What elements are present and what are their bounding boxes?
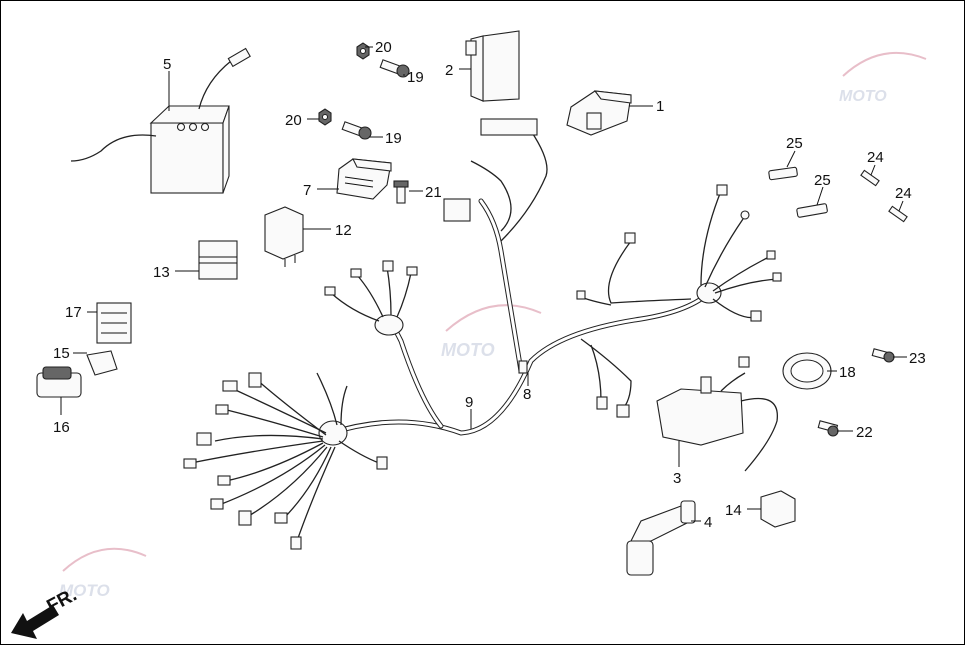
nut-20-mid bbox=[318, 108, 332, 126]
ignition-coil bbox=[656, 356, 778, 472]
watermark-text: MOTO bbox=[59, 581, 110, 600]
callout-20-top: 20 bbox=[375, 39, 392, 56]
connector-17 bbox=[96, 302, 132, 344]
clamp-18 bbox=[782, 352, 832, 390]
bolt-22 bbox=[817, 420, 839, 437]
nut-20-top bbox=[356, 42, 370, 60]
terminal-24-top bbox=[860, 169, 880, 187]
watermark-text: MOTO bbox=[839, 88, 887, 105]
harness-upper-wires bbox=[324, 260, 418, 322]
callout-19-top: 19 bbox=[407, 69, 424, 86]
harness-rear-wires bbox=[576, 184, 782, 418]
callout-5: 5 bbox=[163, 56, 171, 73]
callout-17: 17 bbox=[65, 304, 82, 321]
main-wire-harness bbox=[318, 118, 722, 446]
fuse-25-top bbox=[768, 166, 798, 181]
callout-3: 3 bbox=[673, 470, 681, 487]
regulator bbox=[336, 158, 392, 200]
callout-18: 18 bbox=[839, 364, 856, 381]
front-direction-arrow: FR. bbox=[11, 585, 80, 639]
callout-2: 2 bbox=[445, 62, 453, 79]
callout-1: 1 bbox=[656, 98, 664, 115]
callout-24-top: 24 bbox=[867, 149, 884, 166]
bolt-21 bbox=[393, 180, 409, 204]
callout-4: 4 bbox=[704, 514, 712, 531]
callout-15: 15 bbox=[53, 345, 70, 362]
relay-14 bbox=[760, 490, 796, 528]
relay-12 bbox=[264, 206, 304, 267]
bolt-19-top bbox=[379, 59, 410, 78]
callout-25-top: 25 bbox=[786, 135, 803, 152]
terminal-24-bottom bbox=[888, 205, 908, 223]
callout-21: 21 bbox=[425, 184, 442, 201]
callout-14: 14 bbox=[725, 502, 742, 519]
callout-13: 13 bbox=[153, 264, 170, 281]
harness-front-wires bbox=[183, 372, 388, 550]
callout-labels: 1 2 3 4 5 7 8 9 12 13 14 15 16 17 18 19 … bbox=[53, 39, 926, 531]
callout-20-mid: 20 bbox=[285, 112, 302, 129]
watermark-top-right: MOTO bbox=[839, 51, 927, 105]
callout-9: 9 bbox=[465, 394, 473, 411]
spark-plug-cap bbox=[626, 500, 696, 576]
watermark-bottom-left: MOTO bbox=[59, 547, 147, 600]
watermark-text: MOTO bbox=[441, 340, 495, 360]
callout-8: 8 bbox=[523, 386, 531, 403]
switch-16 bbox=[36, 366, 82, 398]
fuse-25-bottom bbox=[796, 203, 828, 218]
cdi-unit bbox=[465, 30, 520, 102]
callout-23: 23 bbox=[909, 350, 926, 367]
bolt-19-mid bbox=[341, 121, 372, 140]
leader-lines bbox=[60, 46, 907, 522]
callout-12: 12 bbox=[335, 222, 352, 239]
fuse-box-13 bbox=[198, 240, 238, 280]
battery bbox=[70, 47, 251, 194]
bolt-23 bbox=[871, 348, 895, 363]
callout-7: 7 bbox=[303, 182, 311, 199]
watermark-center: MOTO bbox=[441, 304, 542, 360]
callout-19-mid: 19 bbox=[385, 130, 402, 147]
cover-bracket bbox=[566, 90, 632, 136]
callout-24-bottom: 24 bbox=[895, 185, 912, 202]
callout-16: 16 bbox=[53, 419, 70, 436]
flasher-15 bbox=[86, 350, 118, 376]
callout-22: 22 bbox=[856, 424, 873, 441]
callout-25-bottom: 25 bbox=[814, 172, 831, 189]
